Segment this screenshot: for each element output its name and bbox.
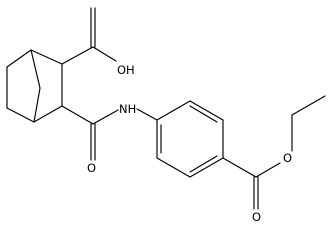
atom-label-amide-o: O <box>87 161 96 175</box>
amide-group: O NH <box>61 102 158 175</box>
bond <box>156 100 191 121</box>
bond <box>61 46 94 65</box>
carboxylic-acid-group: OH <box>61 7 135 77</box>
chemical-structure: OH O NH O O <box>6 7 326 224</box>
bond <box>291 95 326 116</box>
bond <box>255 162 281 178</box>
bond <box>189 157 224 178</box>
bond <box>61 105 94 125</box>
bond <box>92 109 119 125</box>
atom-label-ester-carbonyl-o: O <box>252 210 261 224</box>
bond <box>30 49 63 65</box>
atom-label-oh: OH <box>117 63 135 77</box>
norbornane-ring <box>6 49 63 123</box>
bond <box>222 157 257 178</box>
aromatic-inner-bond <box>189 105 218 123</box>
bond <box>156 157 191 178</box>
bond <box>6 49 32 68</box>
bond <box>92 46 117 62</box>
bond <box>6 107 35 123</box>
atom-label-nh: NH <box>119 102 136 116</box>
bond <box>33 105 63 123</box>
atom-label-ester-o: O <box>283 151 292 165</box>
bond <box>30 49 41 89</box>
aromatic-inner-bond <box>189 155 218 173</box>
benzene-ring <box>156 100 224 178</box>
bond <box>189 100 224 121</box>
bond <box>136 108 158 121</box>
bond <box>33 87 41 123</box>
ethyl-ester-group: O O <box>222 95 326 224</box>
